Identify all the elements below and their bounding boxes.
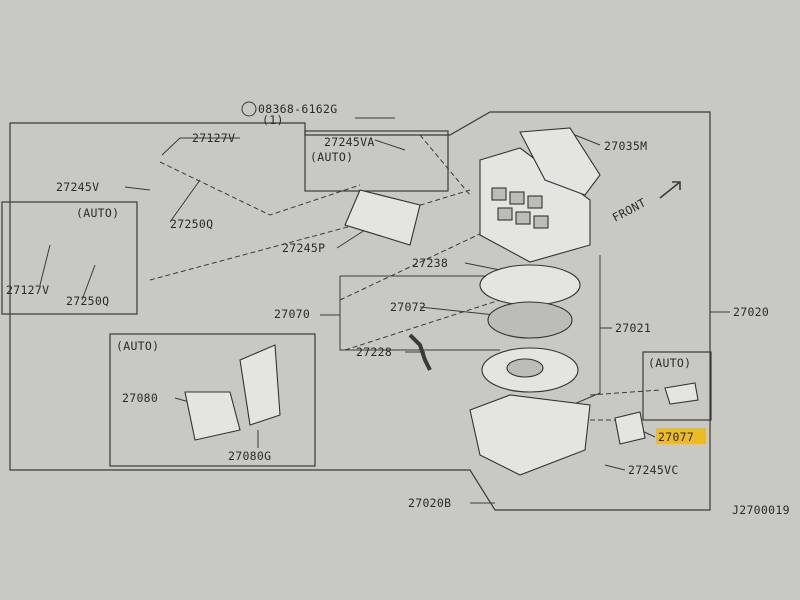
highlight-27077 (656, 428, 706, 444)
blower-fan-group (479, 264, 581, 393)
label-27245va: 27245VA (324, 135, 375, 149)
label-27250q-top: 27250Q (170, 217, 213, 231)
label-27072: 27072 (390, 300, 426, 314)
label-27020b: 27020B (408, 496, 451, 510)
label-27245v: 27245V (56, 180, 99, 194)
assembly-frame (9, 111, 711, 511)
label-08368-6162g: 08368-6162G (258, 102, 337, 116)
blower-housing-upper (479, 147, 591, 263)
gasket-27035m (519, 127, 601, 196)
label-27245vc: 27245VC (628, 463, 679, 477)
actuator-link-auto-right (664, 382, 699, 405)
label-27077: 27077 (658, 430, 694, 444)
label-27238: 27238 (412, 256, 448, 270)
front-arrow (659, 181, 681, 199)
filter-27245p (344, 189, 421, 246)
hose-27228 (408, 333, 432, 371)
label-27021: 27021 (615, 321, 651, 335)
auto-top-box (304, 130, 449, 192)
label-27080: 27080 (122, 391, 158, 405)
label-27035m: 27035M (604, 139, 647, 153)
label-27020: 27020 (733, 305, 769, 319)
label-auto-left: (AUTO) (76, 206, 119, 220)
label-auto-right: (AUTO) (648, 356, 691, 370)
label-27127v-left: 27127V (6, 283, 49, 297)
actuator-27080 (184, 391, 241, 441)
label-27127v-top: 27127V (192, 131, 235, 145)
label-27250q-left: 27250Q (66, 294, 109, 308)
screw-symbol-icon (241, 101, 257, 117)
label-front: FRONT (610, 195, 648, 224)
auto-right-box (642, 351, 712, 421)
resistor-27077 (614, 411, 646, 445)
label-auto-top: (AUTO) (310, 150, 353, 164)
leader-lines (39, 117, 730, 504)
label-diagram-id: J2700019 (732, 503, 790, 517)
label-27070: 27070 (274, 307, 310, 321)
auto-left-box (1, 201, 138, 315)
label-auto-motor: (AUTO) (116, 339, 159, 353)
label-27080g: 27080G (228, 449, 271, 463)
blower-housing-lower (469, 394, 591, 476)
label-27228: 27228 (356, 345, 392, 359)
label-27245p: 27245P (282, 241, 325, 255)
label-top-bolt-qty: (1) (262, 113, 284, 127)
bracket-27080g (239, 344, 281, 426)
auto-motor-box (109, 333, 316, 467)
